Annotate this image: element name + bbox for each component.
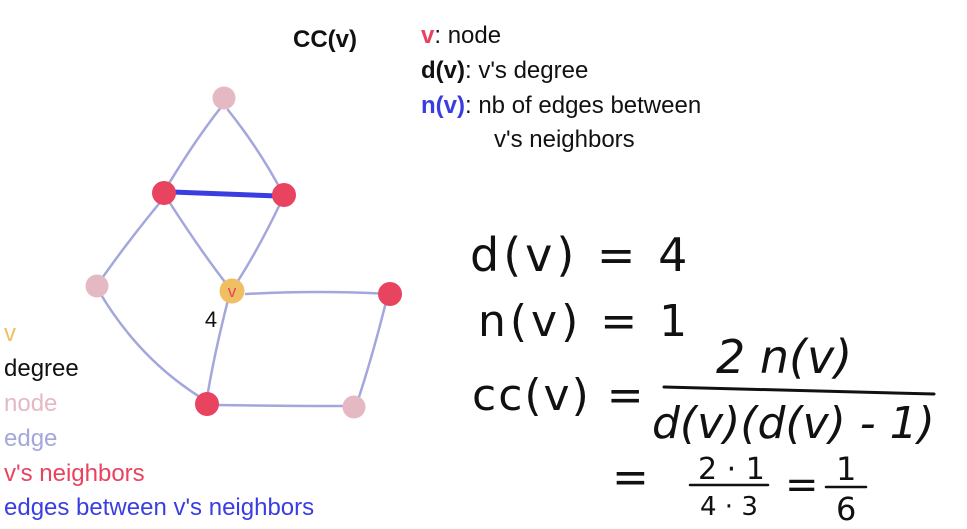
graph-node (212, 86, 236, 110)
neighbor-node (272, 183, 296, 207)
definition-nv-cont: v's neighbors (494, 126, 635, 154)
definition-term: d(v) (421, 57, 465, 84)
definition-term: v (421, 22, 435, 49)
cc-denominator: d(v)(d(v) - 1) (652, 398, 935, 449)
frac3-denominator: 6 (836, 490, 857, 528)
frac3-numerator: 1 (836, 450, 857, 488)
graph-edge (166, 198, 230, 288)
center-node (219, 278, 245, 304)
graph-edge (98, 291, 205, 401)
graph-edge (163, 104, 224, 192)
legend-edge: edge (4, 425, 58, 452)
definition-desc: : v's degree (465, 57, 589, 84)
graph-edge (355, 300, 388, 405)
graph-edge (96, 198, 164, 286)
definition-term: n(v) (421, 92, 465, 119)
center-node-label: v (228, 282, 237, 301)
cc-numerator: 2 n(v) (716, 330, 853, 384)
neighbor-node (378, 282, 402, 306)
legend-v: v (4, 320, 16, 347)
definition-dv: d(v): v's degree (421, 57, 588, 85)
legend-degree: degree (4, 355, 79, 382)
definition-v: v: node (421, 22, 501, 50)
definition-desc: v's neighbors (494, 126, 635, 153)
frac2-denominator: 4 · 3 (700, 492, 758, 522)
legend-neighbors: v's neighbors (4, 460, 145, 487)
graph-edge (244, 290, 390, 296)
legend-neighbor-edges: edges between v's neighbors (4, 494, 315, 521)
graph-edge (214, 403, 350, 408)
cc-fraction-bar (662, 385, 936, 396)
definition-desc: : nb of edges between (465, 92, 702, 119)
equation-equals-3: = (785, 462, 819, 508)
legend-node: node (4, 390, 58, 417)
equation-nv: n(v) = 1 (478, 296, 692, 347)
graph-node (85, 274, 109, 298)
graph-edge (205, 298, 230, 400)
neighbor-edge (169, 189, 281, 199)
graph-node (342, 395, 366, 419)
neighbor-node (195, 392, 219, 416)
frac2-numerator: 2 · 1 (698, 452, 765, 487)
degree-label: 4 (205, 307, 217, 332)
equation-dv: d(v) = 4 (470, 228, 692, 282)
page-title: CC(v) (293, 26, 357, 53)
definition-nv: n(v): nb of edges between (421, 92, 701, 120)
neighbor-node (152, 181, 176, 205)
graph-edge (234, 200, 283, 286)
equation-equals-2: = (612, 452, 649, 503)
equation-cc-lhs: cc(v) = (472, 370, 646, 421)
definition-desc: : node (434, 22, 502, 49)
